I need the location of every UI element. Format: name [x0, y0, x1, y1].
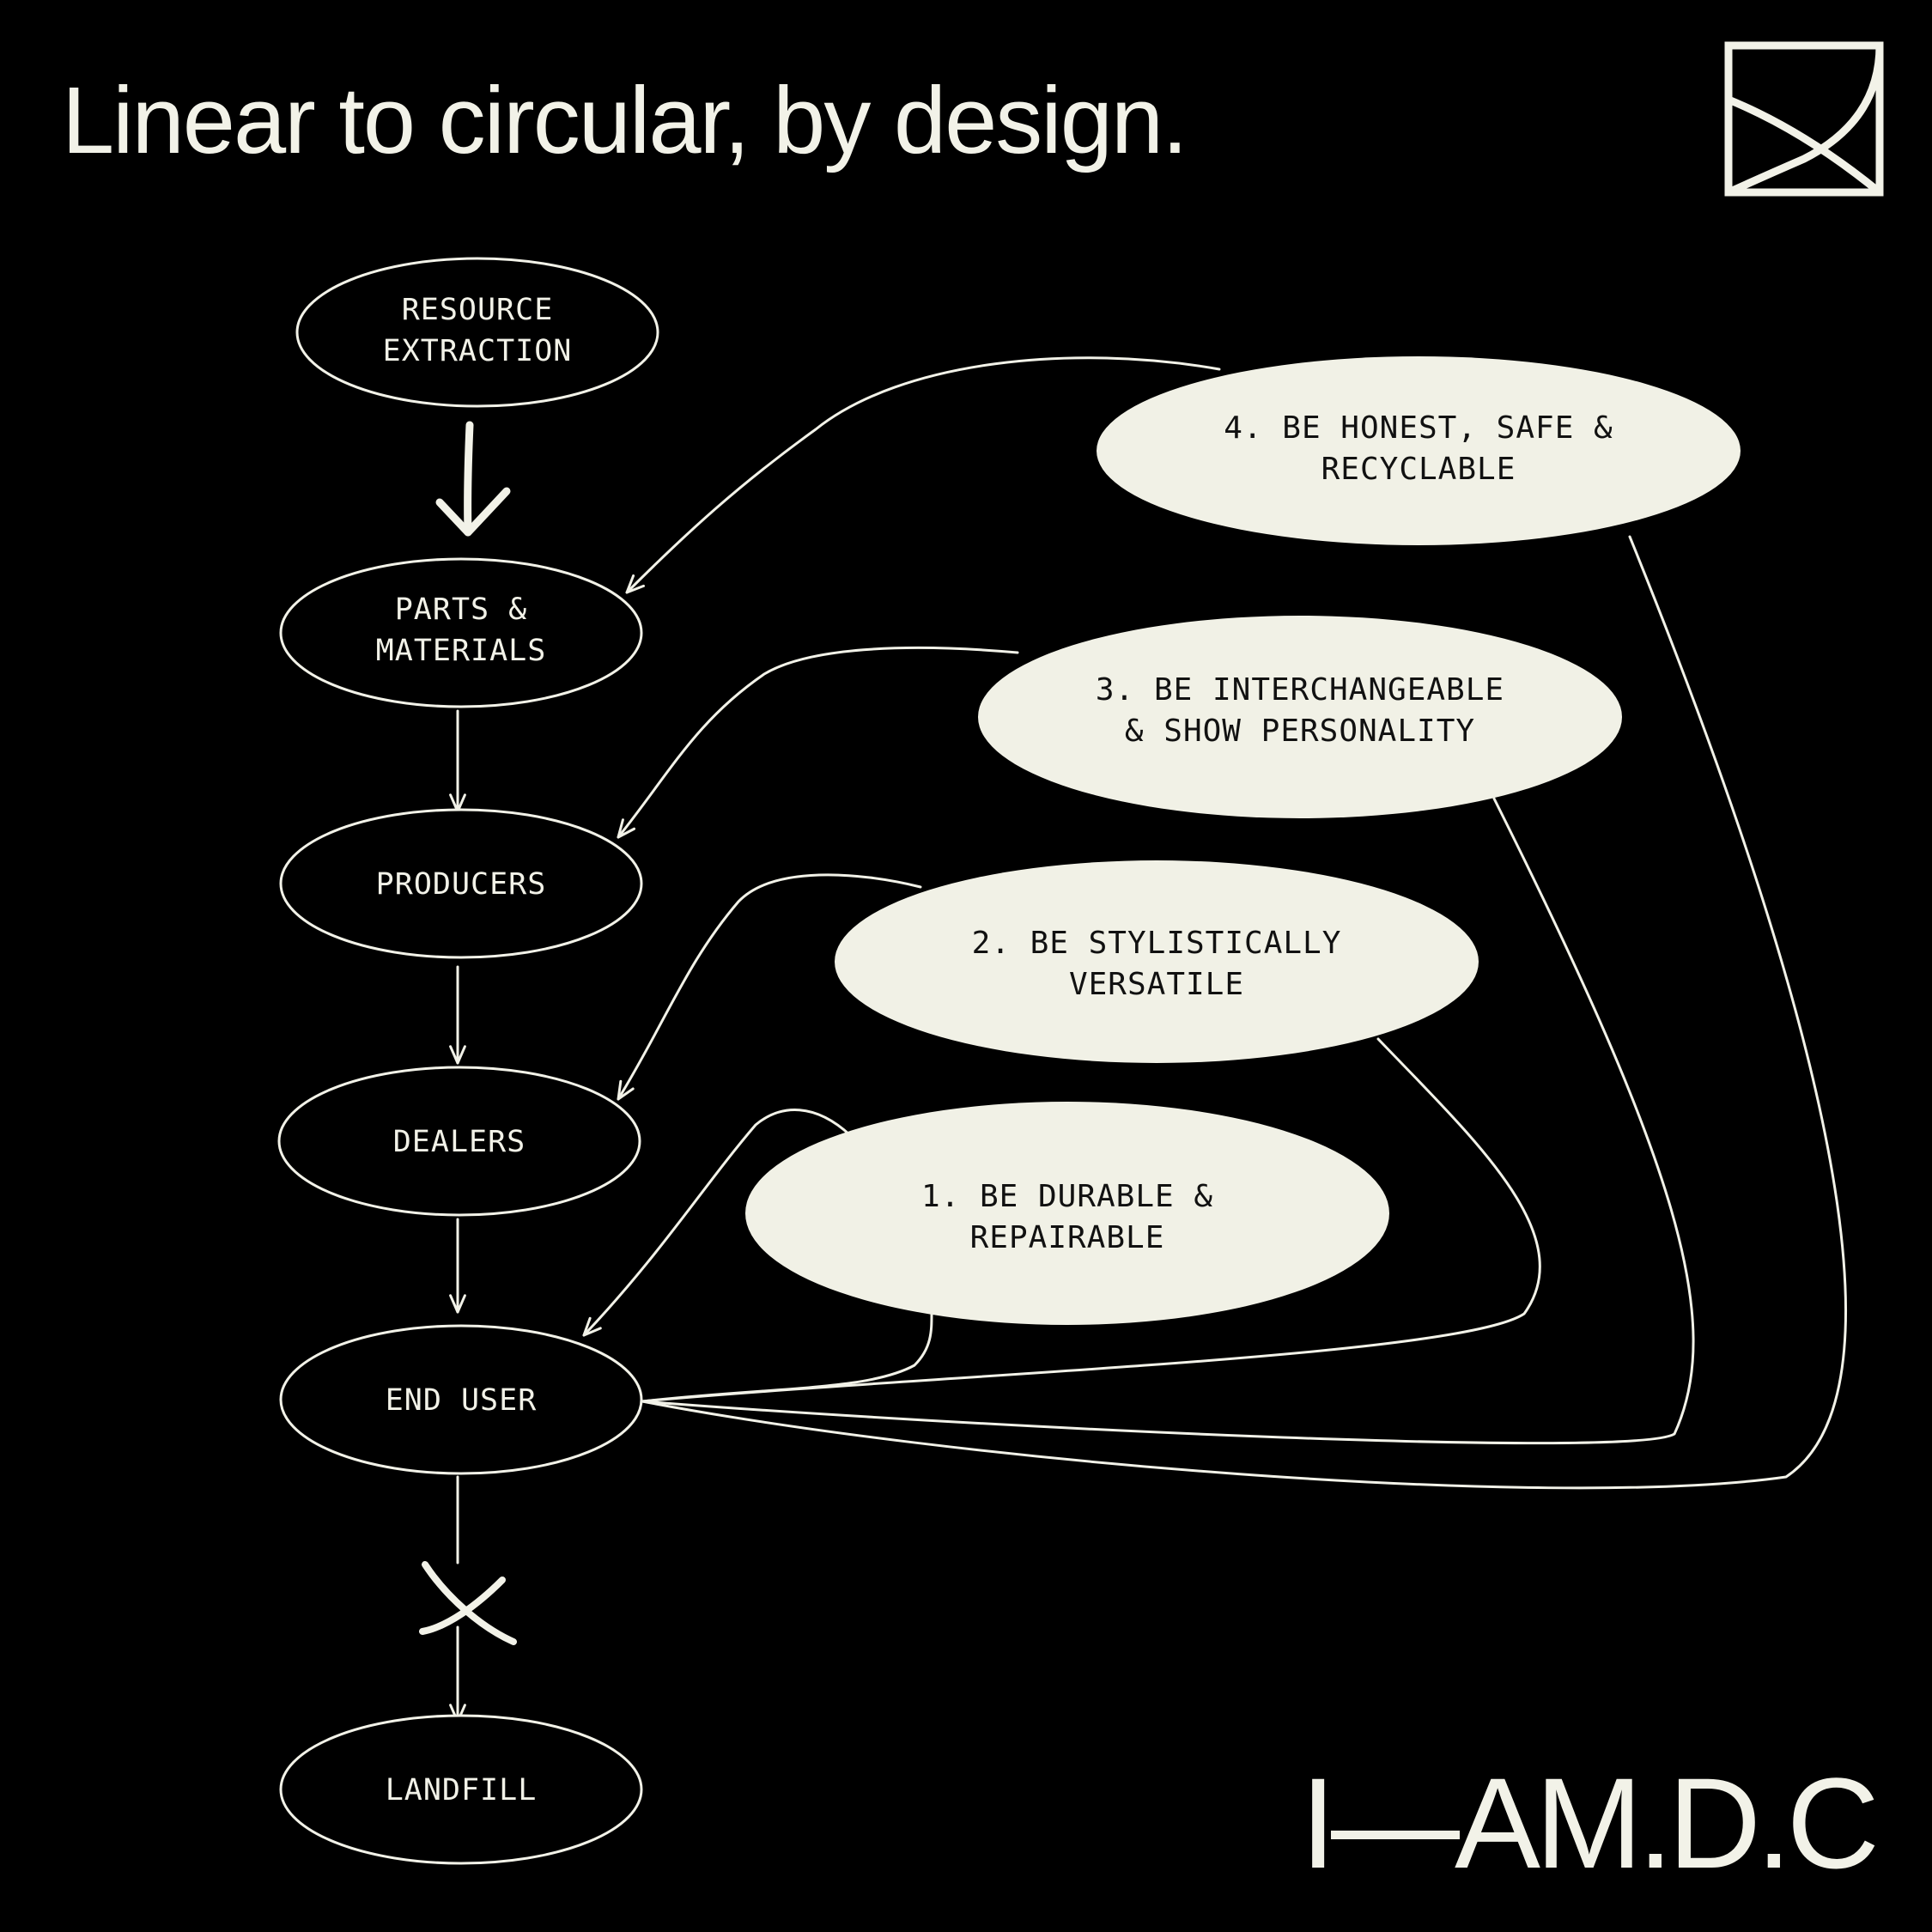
node-label-end-user: END USER	[386, 1383, 538, 1418]
arrow-resource-to-parts	[435, 421, 511, 537]
return-arrow-p3	[617, 646, 1019, 839]
loop-to-p3	[641, 797, 1695, 1445]
node-end-user	[279, 1324, 643, 1475]
return-arrow-p4	[625, 356, 1221, 594]
node-parts-materials	[279, 557, 643, 708]
node-landfill	[279, 1714, 643, 1865]
node-label-dealers: DEALERS	[393, 1125, 526, 1159]
page-title: Linear to circular, by design.	[62, 68, 1187, 173]
principle-2-bubble	[835, 860, 1479, 1063]
brand-wordmark: I—AM.D.C	[1300, 1751, 1874, 1895]
node-resource-extraction	[295, 257, 659, 408]
principle-4-line-1: 4. BE HONEST, SAFE &	[1224, 410, 1613, 446]
node-label-landfill: LANDFILL	[386, 1773, 538, 1807]
node-label-parts-line-1: PARTS &	[395, 592, 528, 627]
principle-2-line-2: VERSATILE	[1069, 967, 1244, 1002]
principle-2-line-1: 2. BE STYLISTICALLY	[972, 926, 1342, 961]
loop-to-p2	[641, 1037, 1541, 1403]
x-cross-icon	[419, 1561, 517, 1645]
loop-to-p4	[641, 535, 1848, 1490]
node-label-parts-line-2: MATERIALS	[376, 634, 547, 668]
return-arrow-p2	[617, 873, 922, 1101]
principle-4-bubble	[1097, 356, 1741, 545]
node-label-resource-line-2: EXTRACTION	[383, 334, 573, 368]
logo-mark-icon	[1724, 41, 1884, 197]
node-label-producers: PRODUCERS	[376, 867, 547, 902]
node-dealers	[277, 1066, 641, 1217]
principle-1-line-2: REPAIRABLE	[970, 1220, 1165, 1255]
principle-3-bubble	[978, 616, 1622, 818]
principle-3-line-2: & SHOW PERSONALITY	[1125, 714, 1475, 749]
node-label-resource-line-1: RESOURCE	[402, 293, 554, 327]
principle-1-bubble	[745, 1102, 1389, 1325]
node-producers	[279, 808, 643, 959]
return-arrow-p1	[582, 1109, 852, 1337]
principle-1-line-1: 1. BE DURABLE &	[921, 1179, 1213, 1214]
loop-to-p1	[641, 1312, 933, 1403]
principle-3-line-1: 3. BE INTERCHANGEABLE	[1096, 672, 1504, 708]
principle-4-line-2: RECYCLABLE	[1321, 452, 1516, 487]
